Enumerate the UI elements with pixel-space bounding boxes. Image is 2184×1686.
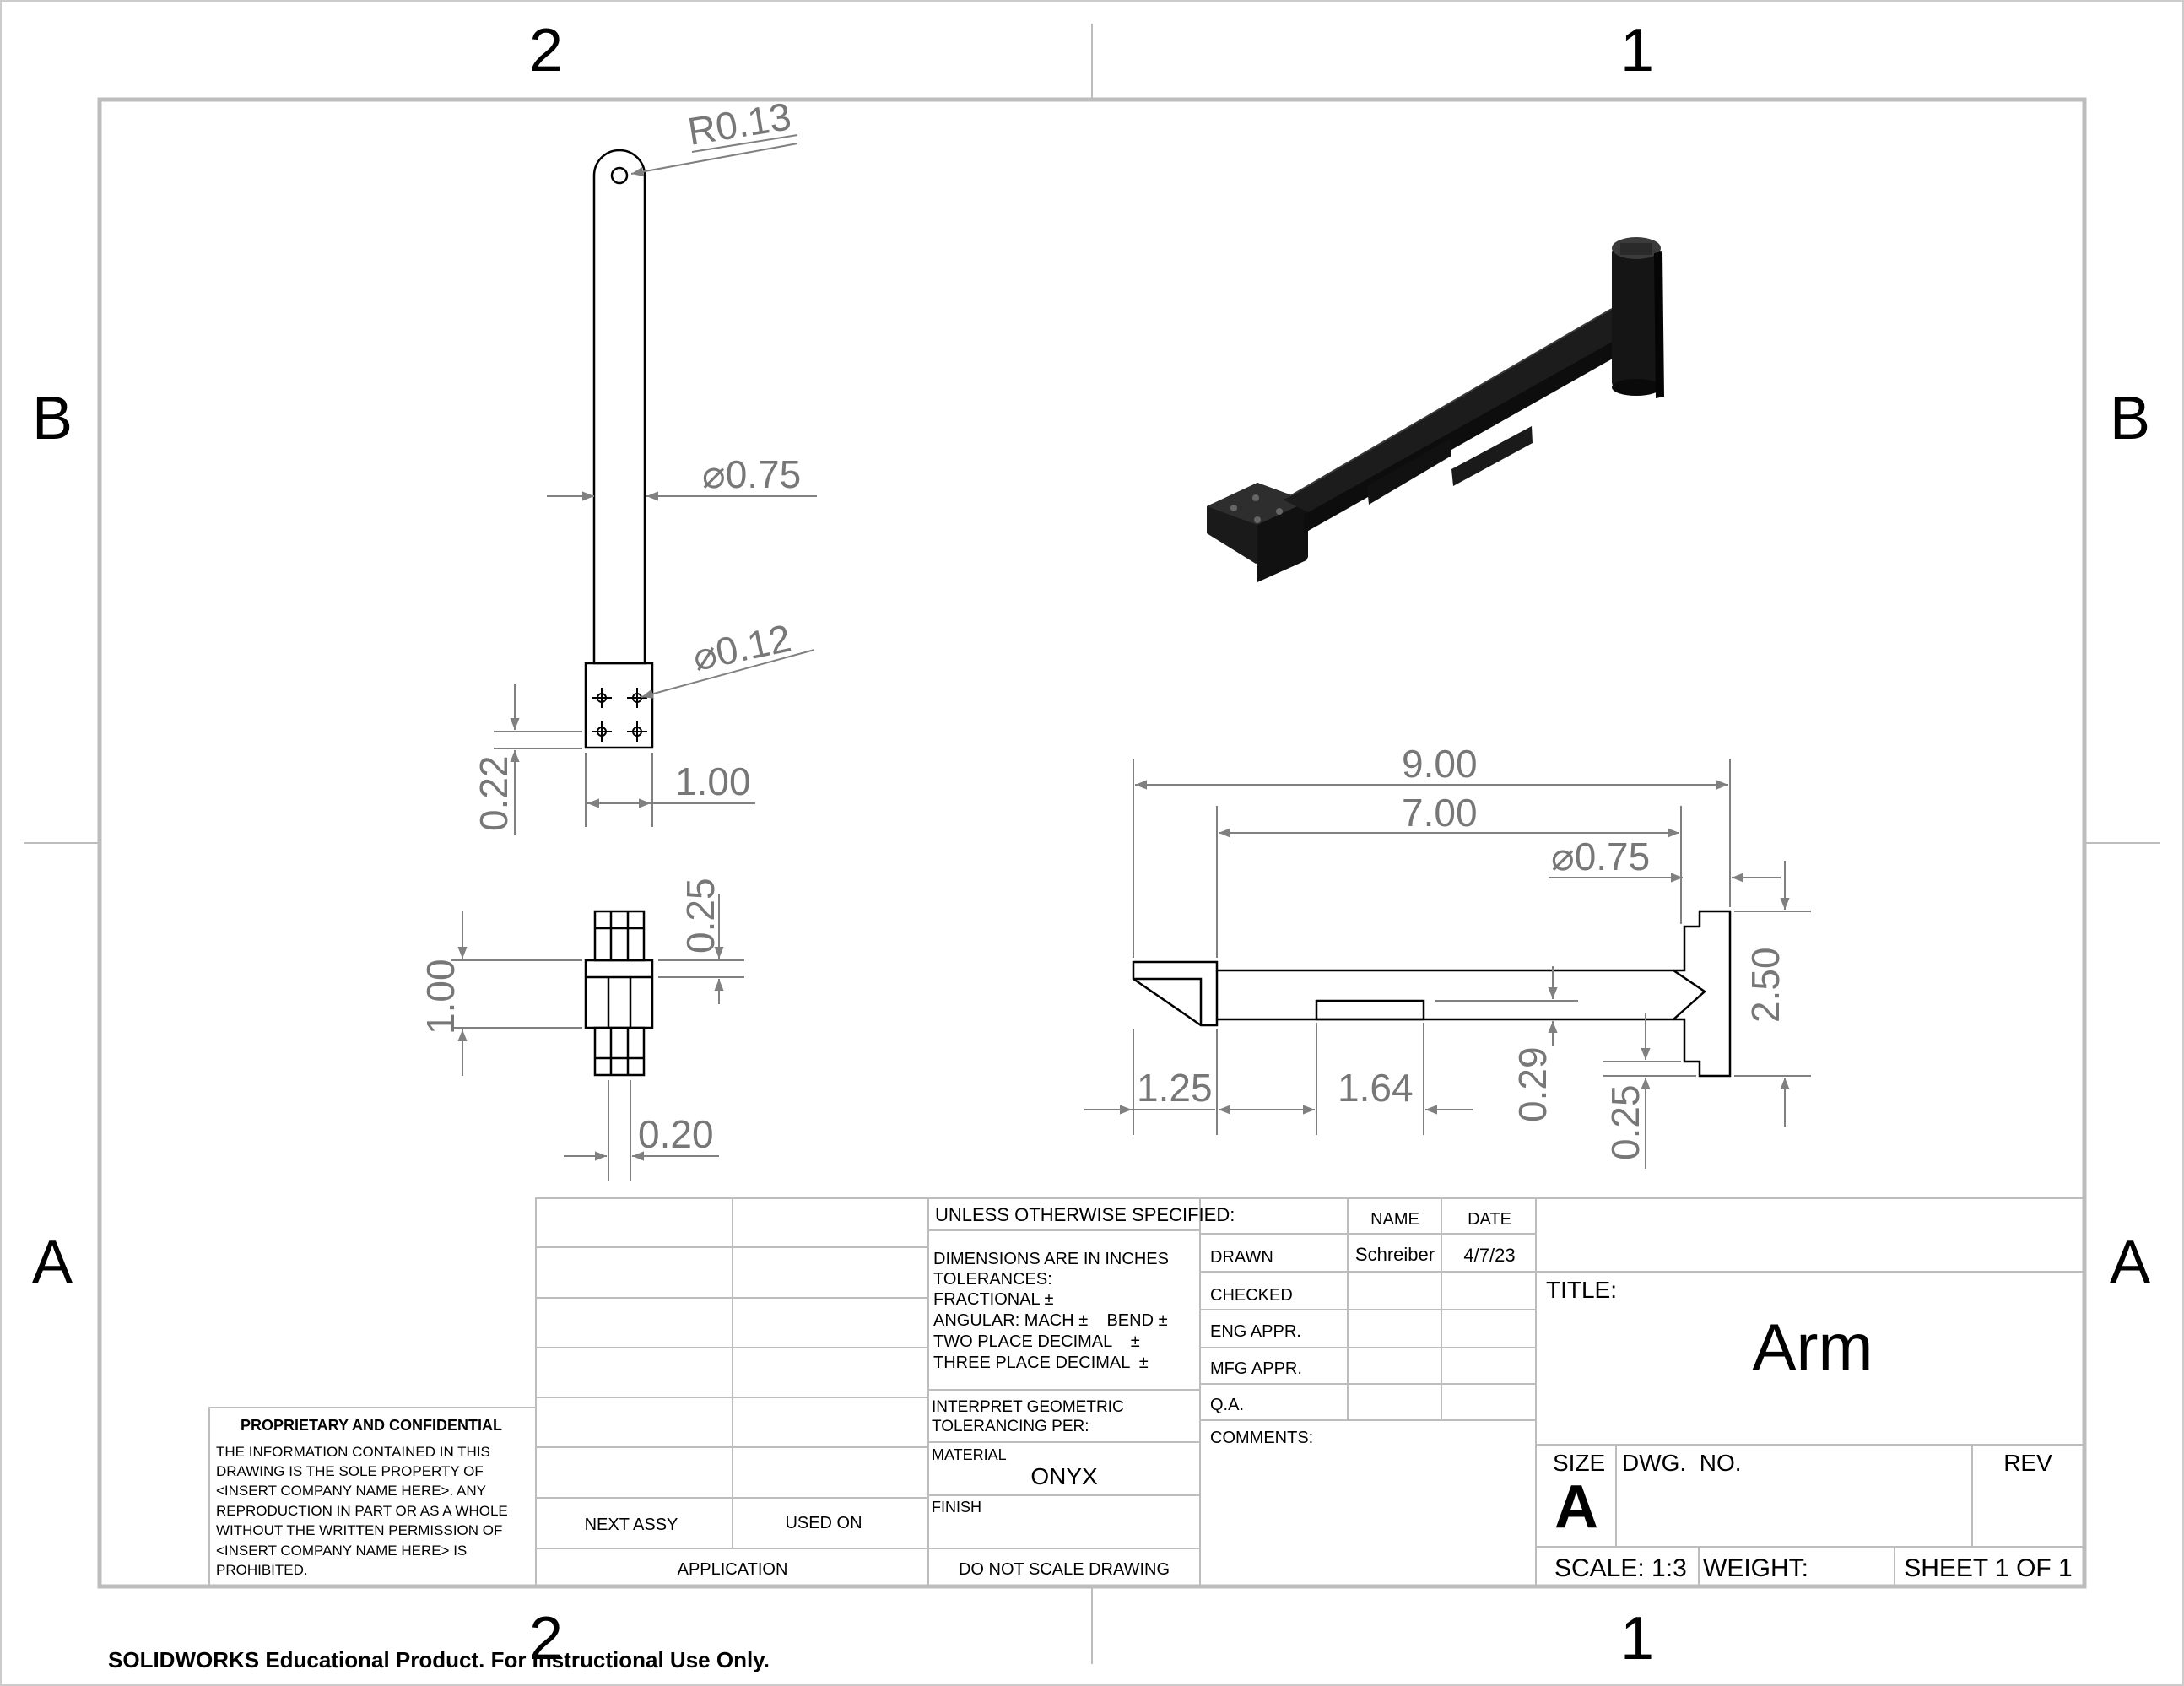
unless-specified: UNLESS OTHERWISE SPECIFIED: [935, 1204, 1235, 1225]
end-view [584, 910, 654, 1077]
dwg-no-label: DWG. NO. [1622, 1450, 1742, 1476]
mounting-holes [592, 688, 647, 742]
top-view [584, 149, 654, 749]
finish-label: FINISH [932, 1499, 981, 1516]
three-place-tolerance: THREE PLACE DECIMAL ± [933, 1354, 1149, 1372]
dim-block-width: 1.00 [675, 759, 751, 803]
angular-tolerance: ANGULAR: MACH ± BEND ± [933, 1311, 1168, 1330]
mfg-appr-label: MFG APPR. [1210, 1359, 1302, 1378]
dim-rod-length: 7.00 [1402, 791, 1478, 835]
sheet-number: SHEET 1 OF 1 [1904, 1554, 2073, 1582]
rev-label: REV [2003, 1450, 2052, 1476]
material-label: MATERIAL [932, 1446, 1007, 1463]
drawn-date: 4/7/23 [1463, 1245, 1515, 1266]
dim-pad-offset: 0.29 [1511, 1046, 1554, 1122]
tolerances: TOLERANCES: [933, 1270, 1052, 1289]
interpret-geometric: INTERPRET GEOMETRIC [932, 1398, 1124, 1416]
zone-bottom-right: 1 [1620, 1605, 1654, 1672]
end-view-dims [451, 894, 744, 1181]
used-on: USED ON [785, 1514, 862, 1532]
size-label: SIZE [1553, 1450, 1605, 1476]
proprietary-line: <INSERT COMPANY NAME HERE>. ANY [216, 1483, 486, 1499]
application: APPLICATION [678, 1560, 788, 1579]
name-header: NAME [1370, 1210, 1419, 1229]
rod-outline [592, 149, 646, 665]
dim-radius: R0.13 [684, 94, 793, 154]
arm-profile [1132, 960, 1707, 1027]
do-not-scale: DO NOT SCALE DRAWING [959, 1560, 1170, 1579]
dim-hole-offset: 0.22 [472, 755, 516, 831]
dim-top-thickness: 0.25 [678, 878, 722, 954]
dim-overall-length: 9.00 [1402, 742, 1478, 786]
material-value: ONYX [1030, 1463, 1098, 1489]
comments-label: COMMENTS: [1210, 1429, 1313, 1447]
proprietary-heading: PROPRIETARY AND CONFIDENTIAL [241, 1417, 502, 1434]
scale: SCALE: 1:3 [1554, 1554, 1687, 1582]
dim-pad-length: 1.64 [1338, 1066, 1414, 1110]
mount-block [584, 662, 654, 749]
dims-in-inches: DIMENSIONS ARE IN INCHES [933, 1250, 1169, 1268]
clamp-end [1673, 910, 1732, 1078]
dim-slot-width: 0.20 [638, 1112, 714, 1156]
title-block-grid [208, 1197, 2085, 1587]
dim-rod-diameter: ⌀0.75 [702, 452, 801, 496]
drawn-label: DRAWN [1210, 1248, 1273, 1267]
proprietary-line: <INSERT COMPANY NAME HERE> IS [216, 1543, 467, 1559]
dim-end-height: 1.00 [419, 959, 462, 1035]
zone-top-left: 2 [529, 17, 563, 84]
dim-hole-diameter: ⌀0.12 [689, 616, 794, 679]
zone-bottom-left: 2 [529, 1605, 563, 1672]
dim-lip: 0.25 [1603, 1084, 1647, 1160]
date-header: DATE [1468, 1210, 1511, 1229]
drawing-title: Arm [1753, 1310, 1873, 1384]
front-view [1132, 910, 1732, 1078]
weight: WEIGHT: [1703, 1554, 1808, 1582]
zone-right-bottom: A [2110, 1229, 2150, 1296]
dim-front-diameter: ⌀0.75 [1551, 835, 1650, 878]
proprietary-line: PROHIBITED. [216, 1562, 308, 1578]
zone-dividers [24, 24, 2160, 1664]
next-assy: NEXT ASSY [585, 1516, 678, 1534]
proprietary-line: REPRODUCTION IN PART OR AS A WHOLE [216, 1503, 508, 1519]
isometric-view [1207, 237, 1664, 582]
pivot-hole [610, 166, 629, 185]
proprietary-line: DRAWING IS THE SOLE PROPERTY OF [216, 1463, 484, 1479]
dim-clamp-height: 2.50 [1743, 947, 1787, 1023]
two-place-tolerance: TWO PLACE DECIMAL ± [933, 1332, 1140, 1351]
dim-tip-length: 1.25 [1137, 1066, 1213, 1110]
checked-label: CHECKED [1210, 1286, 1293, 1305]
zone-left-top: B [32, 385, 73, 452]
pad [1315, 999, 1425, 1021]
proprietary-line: THE INFORMATION CONTAINED IN THIS [216, 1444, 490, 1460]
fractional-tolerance: FRACTIONAL ± [933, 1290, 1053, 1309]
zone-left-bottom: A [32, 1229, 73, 1296]
eng-appr-label: ENG APPR. [1210, 1322, 1301, 1341]
front-view-dims [1084, 759, 1811, 1169]
size-value: A [1554, 1473, 1598, 1541]
proprietary-line: WITHOUT THE WRITTEN PERMISSION OF [216, 1522, 502, 1538]
zone-right-top: B [2110, 385, 2150, 452]
educational-watermark: SOLIDWORKS Educational Product. For Inst… [108, 1647, 770, 1672]
title-label: TITLE: [1546, 1277, 1617, 1303]
tolerancing-per: TOLERANCING PER: [932, 1418, 1089, 1435]
top-view-dims [494, 134, 817, 835]
qa-label: Q.A. [1210, 1396, 1244, 1414]
zone-top-right: 1 [1620, 17, 1654, 84]
drawn-name: Schreiber [1355, 1244, 1435, 1265]
